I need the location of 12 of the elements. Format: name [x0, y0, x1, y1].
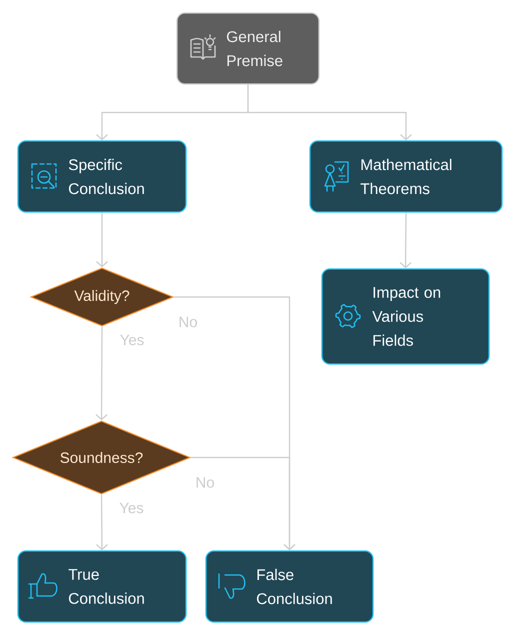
process-box: Mathematical Theorems [309, 140, 503, 213]
process-box: Specific Conclusion [17, 140, 187, 213]
arrow [96, 494, 108, 550]
arrow [190, 456, 296, 550]
process-box: General Premise [176, 12, 320, 85]
arrow [247, 84, 412, 140]
process-box: False Conclusion [205, 550, 374, 623]
process-box: Impact on Various Fields [321, 268, 490, 365]
process-box: True Conclusion [17, 550, 187, 623]
arrow [400, 212, 412, 268]
arrow [96, 212, 108, 268]
arrow [96, 326, 108, 420]
